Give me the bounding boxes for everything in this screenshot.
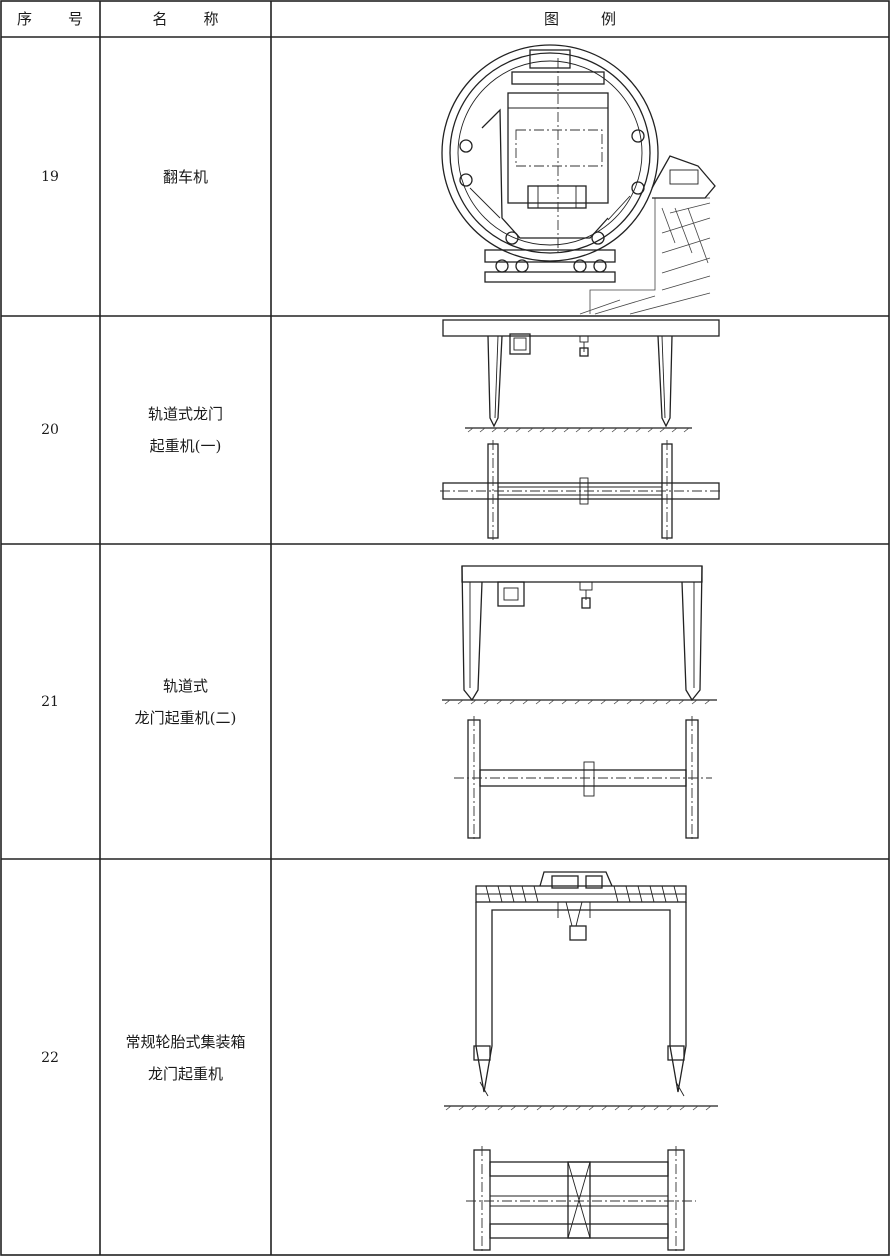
rubber-tyred-container-gantry-crane-drawing (444, 871, 718, 1253)
car-dumper-drawing (441, 44, 716, 315)
row-20-number: 20 (41, 422, 59, 438)
header-serial-char-2: 号 (68, 10, 84, 28)
row-22-number: 22 (41, 1049, 59, 1066)
row-20-name: 轨道式龙门起重机(一) (100, 316, 271, 544)
row-22-name-line-2: 龙门起重机 (147, 1064, 223, 1083)
row-21-name: 轨道式龙门起重机(二) (100, 544, 271, 859)
row-21-name-line-2: 龙门起重机(二) (134, 708, 237, 727)
row-20-name-line-1: 轨道式龙门 (147, 405, 223, 423)
rail-gantry-crane-1-drawing (440, 319, 723, 542)
header-figure-char-1: 图 (543, 10, 559, 28)
row-19-number: 19 (41, 168, 59, 185)
row-21-name-line-1: 轨道式 (162, 676, 208, 695)
header-figure: 图例 (271, 1, 889, 37)
header-serial: 序号 (0, 1, 100, 37)
header-name: 名称 (100, 1, 271, 37)
row-19-name-line-1: 翻车机 (162, 167, 208, 186)
header-name-char-1: 名 (152, 10, 168, 28)
row-19-name: 翻车机 (100, 37, 271, 316)
row-22-name-line-1: 常规轮胎式集装箱 (125, 1032, 246, 1051)
rail-gantry-crane-2-drawing (442, 565, 717, 842)
header-serial-char-1: 序 (16, 10, 32, 28)
header-figure-char-2: 例 (601, 10, 617, 28)
row-21-number: 21 (41, 693, 59, 710)
row-22-name: 常规轮胎式集装箱龙门起重机 (100, 859, 271, 1256)
row-20-name-line-2: 起重机(一) (149, 437, 222, 455)
header-name-char-2: 称 (203, 10, 219, 28)
